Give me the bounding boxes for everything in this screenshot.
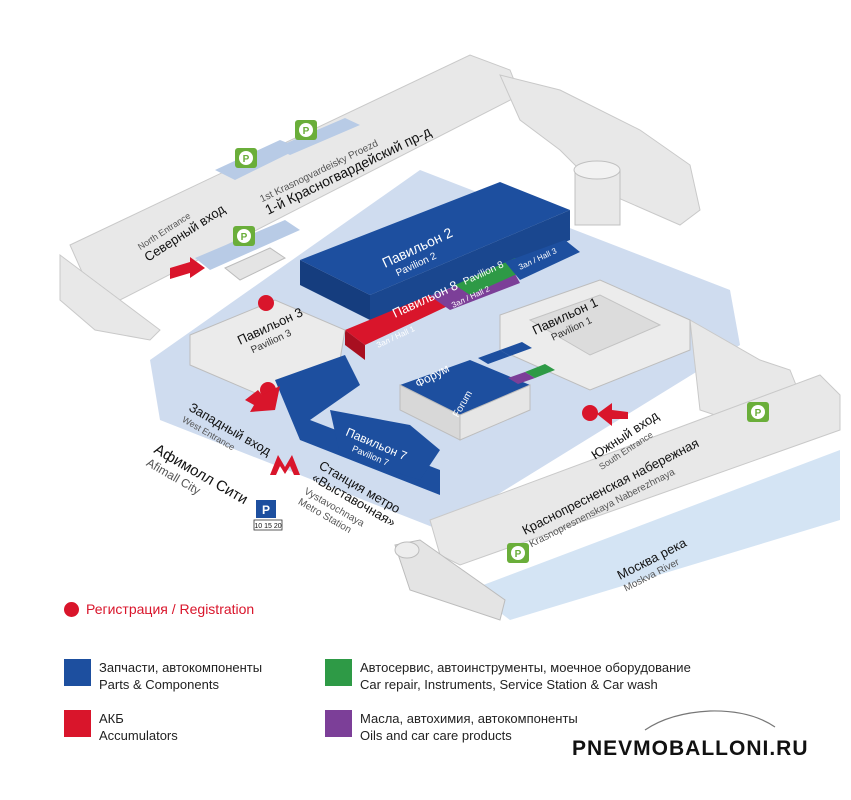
parking-icon-3: P — [233, 226, 255, 246]
parking-icon-5: P — [507, 543, 529, 563]
tile-purple — [508, 372, 535, 384]
mall-parking-icon: P 10 15 20 — [253, 500, 283, 531]
south-entrance-arrow — [597, 403, 628, 426]
svg-text:P: P — [262, 503, 270, 517]
parking-lot-1 — [215, 140, 300, 180]
hall-1-block — [345, 330, 365, 360]
west-entrance-arrow — [245, 386, 280, 412]
svg-text:P: P — [755, 408, 762, 419]
forum-side — [459, 384, 531, 441]
pavilion-2-side — [300, 260, 370, 320]
tower-top — [573, 160, 621, 180]
expo-ground — [150, 170, 740, 530]
svg-text:P: P — [303, 126, 310, 137]
svg-text:10 15 20: 10 15 20 — [254, 523, 281, 530]
tile-blue-2 — [500, 342, 532, 356]
parking-lot-2 — [275, 118, 360, 155]
pavilion-2-top — [300, 182, 570, 295]
moskva-river — [470, 450, 840, 620]
west-road — [59, 254, 161, 341]
hall-1-red — [345, 295, 450, 345]
small-building — [224, 247, 287, 281]
parking-icon-2: P — [295, 120, 317, 140]
registration-south[interactable] — [582, 405, 598, 421]
tile-blue-1 — [478, 350, 510, 364]
north-entrance-arrow — [170, 257, 205, 279]
hall-3-blue — [505, 240, 580, 280]
pavilion-1-dome — [528, 294, 662, 356]
ramp-column — [394, 541, 420, 559]
embankment-ramp — [394, 539, 506, 621]
parking-icon-1: P — [235, 148, 257, 168]
east-road — [499, 74, 701, 226]
parking-icon-4: P — [747, 402, 769, 422]
svg-text:P: P — [515, 549, 522, 560]
pavilion-2-front — [370, 210, 570, 320]
tile-green — [525, 364, 555, 378]
svg-text:P: P — [243, 154, 250, 165]
registration-north[interactable] — [258, 295, 274, 311]
metro-icon — [270, 455, 300, 475]
svg-text:P: P — [241, 232, 248, 243]
pavilion-7-front — [330, 410, 440, 480]
